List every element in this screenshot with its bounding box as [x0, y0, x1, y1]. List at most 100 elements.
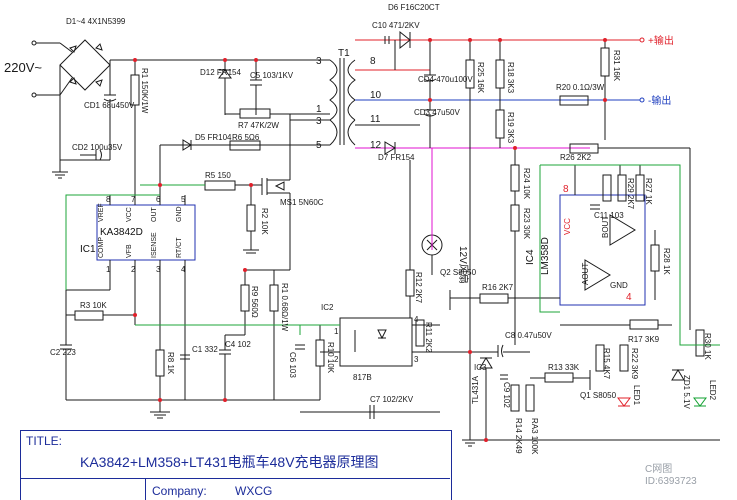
component-label-r18: R18 3K3: [506, 62, 515, 94]
ic2-pin-number: 1: [334, 327, 339, 336]
component-label-r10: R10 10K: [326, 342, 335, 374]
component-label-d14: D1~4 4X1N5399: [66, 17, 126, 26]
ic1-pin-number: 5: [181, 195, 186, 204]
watermark: C网图 ID:6393723: [645, 464, 697, 487]
component-label-ra3: RA3 100K: [530, 418, 539, 455]
ic2-ref: IC2: [321, 303, 334, 312]
component-label-r1b: R1 0.68Ω/1W: [280, 283, 289, 332]
component-label-r31: R31 16K: [612, 50, 621, 82]
component-label-r11: R11 2K2: [424, 322, 433, 353]
ic3-part: TL431A: [471, 375, 480, 404]
component-label-cd2: CD2 100u35V: [72, 143, 123, 152]
t1-tap-number: 11: [370, 114, 381, 125]
ic1-pin-number: 8: [106, 195, 111, 204]
component-label-d7: D7 FR154: [378, 153, 415, 162]
ic1-pin-rtct: RT/CT: [176, 237, 183, 258]
t1-tap-number: 5: [316, 140, 322, 151]
ic1-pin-isense: ISENSE: [151, 232, 158, 258]
ic2-pin-number: 4: [414, 315, 419, 324]
ic2-pin-number: 2: [334, 355, 339, 364]
component-label-d5: D5 FR104: [195, 133, 232, 142]
component-label-r14: R14 2K49: [514, 418, 523, 454]
component-label-r12: R12 2K7: [414, 272, 423, 304]
component-label-r23: R23 30K: [522, 208, 531, 240]
t1-tap-number: 3: [316, 56, 322, 67]
ic1-pin-number: 3: [156, 265, 161, 274]
component-label-cd4: CD4 470u100V: [418, 75, 473, 84]
component-label-cd3: CD3 47u50V: [414, 108, 460, 117]
ic2-part: 817B: [353, 373, 372, 382]
component-label-q2: Q2 S8050: [440, 268, 477, 277]
ic1-part: KA3842D: [100, 227, 143, 238]
component-label-r22: R22 3K9: [630, 348, 639, 380]
component-label-c9: C9 102: [502, 382, 511, 408]
ic1-pin-number: 2: [131, 265, 136, 274]
ic4-pin-number: 8: [563, 184, 569, 195]
ic1-pin-vref: VREF: [98, 203, 105, 222]
component-label-r20: R20 0.1Ω/3W: [556, 83, 605, 92]
component-label-c1: C1 332: [192, 345, 218, 354]
component-label-r30: R30 1K: [703, 333, 712, 360]
ic4-part: LM358D: [540, 237, 551, 275]
component-label-r19: R19 3K3: [506, 112, 515, 144]
component-label-c5: C5 103/1KV: [250, 71, 294, 80]
component-label-c2: C2 223: [50, 348, 76, 357]
component-label-led2: LED2: [708, 380, 717, 401]
company-value: WXCG: [235, 484, 273, 498]
component-label-r9: R9 560Ω: [250, 286, 259, 318]
company-label: Company:: [152, 484, 207, 498]
ic1-pin-vcc: VCC: [126, 207, 133, 222]
ic1-pin-out: OUT: [151, 207, 158, 223]
component-label-r29: R29 2K7: [626, 178, 635, 210]
component-label-r24: R24 10K: [522, 168, 531, 200]
component-label-c7: C7 102/2KV: [370, 395, 414, 404]
ic1-pin-number: 4: [181, 265, 186, 274]
component-label-led1: LED1: [632, 385, 641, 406]
title-block: [20, 430, 452, 500]
component-label-r28: R28 1K: [662, 248, 671, 275]
ic1-pin-number: 6: [156, 195, 161, 204]
ic4-pin-vcc: VCC: [563, 218, 572, 235]
component-label-c6: C6 103: [288, 352, 297, 378]
ic1-pin-comp: COMP: [98, 237, 105, 258]
ic1-pin-gnd: GND: [176, 206, 183, 222]
title-divider: [20, 478, 450, 479]
ic1-ref: IC1: [80, 244, 96, 255]
component-label-r17: R17 3K9: [628, 335, 660, 344]
t1-ref: T1: [338, 48, 350, 59]
t1-tap-number: 3: [316, 116, 322, 127]
component-label-r5: R5 150: [205, 171, 231, 180]
component-label-r8: R8 1K: [166, 352, 175, 375]
ic1-pin-vfb: VFB: [126, 244, 133, 258]
component-label-c10: C10 471/2KV: [372, 21, 420, 30]
output-negative-label: -输出: [648, 94, 671, 107]
t1-tap-number: 12: [370, 140, 382, 151]
ic4-pin-number: 4: [626, 292, 632, 303]
component-label-c8: C8 0.47u50V: [505, 331, 552, 340]
component-label-c11: C11 103: [594, 211, 624, 220]
component-label-ms1: MS1 5N60C: [280, 198, 324, 207]
component-label-cd1: CD1 68u450V: [84, 101, 135, 110]
fan-label: 12V风扇: [457, 246, 470, 284]
component-label-c4: C4 102: [225, 340, 251, 349]
title-text: KA3842+LM358+LT431电瓶车48V充电器原理图: [80, 454, 379, 470]
component-label-d12: D12 FR154: [200, 68, 241, 77]
ic3-ref: IC3: [474, 363, 487, 372]
component-label-r25: R25 16K: [476, 62, 485, 94]
ic4-pin-gnd: GND: [610, 281, 628, 290]
component-label-zd1: ZD1 5.1V: [682, 375, 691, 409]
component-label-r27: R27 1K: [644, 178, 653, 205]
component-label-r13: R13 33K: [548, 363, 580, 372]
component-label-r3: R3 10K: [80, 301, 107, 310]
company-divider: [145, 478, 146, 500]
component-label-r1: R1 150K/1W: [140, 68, 149, 114]
output-positive-label: +输出: [648, 34, 674, 47]
ic4-pin-bout: BOUT: [601, 216, 610, 238]
title-label: TITLE:: [26, 434, 63, 448]
component-label-r2: R2 10K: [260, 208, 269, 235]
component-label-r7: R7 47K/2W: [238, 121, 279, 130]
ic4-pin-aout: AOUT: [581, 263, 590, 285]
